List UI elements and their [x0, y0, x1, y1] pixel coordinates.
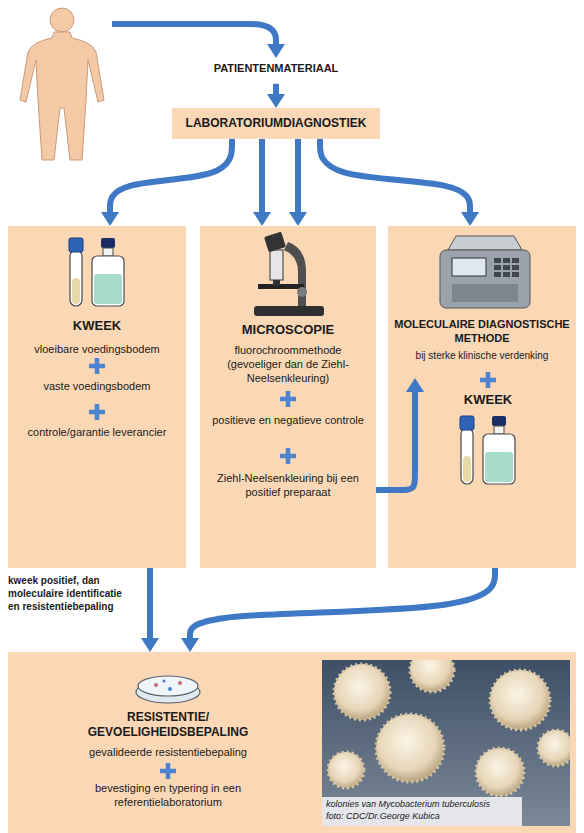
colony	[410, 660, 454, 692]
colony-dot	[168, 687, 172, 691]
colony	[376, 714, 444, 782]
flow-arrow	[110, 139, 232, 212]
method-text: Ziehl-Neelsenkleuring bij een positief p…	[208, 472, 368, 500]
box-title: LABORATORIUMDIAGNOSTIEK	[172, 116, 380, 131]
colony	[476, 748, 524, 796]
colony	[334, 664, 390, 720]
connector-layer	[110, 84, 495, 638]
culture-tubes-icon	[460, 416, 515, 484]
pcr-machine-icon	[440, 236, 530, 308]
plus-sign	[280, 448, 296, 464]
method-text: vloeibare voedingsbodem	[16, 343, 178, 357]
figure-head	[50, 8, 74, 32]
microscope-objective	[273, 280, 280, 286]
colony	[328, 752, 364, 788]
panel-title: KWEEK	[418, 392, 558, 408]
panel-title: KWEEK	[16, 318, 178, 334]
method-text: fluorochroommethode (gevoeliger dan de Z…	[208, 344, 368, 385]
human-figure	[20, 8, 104, 160]
plus-sign	[280, 391, 296, 407]
colony	[538, 730, 570, 766]
machine-key	[494, 272, 501, 277]
photo-caption: kolonies van Mycobacterium tuberculosis	[326, 799, 490, 811]
petri-dish-icon	[136, 676, 200, 703]
microscope-base	[254, 306, 324, 316]
flow-arrow	[112, 24, 276, 44]
panel-title: MOLECULAIRE DIAGNOSTISCHE METHODE	[394, 318, 570, 346]
plus-sign	[89, 404, 105, 420]
figure-body	[20, 32, 104, 160]
machine-front	[452, 284, 518, 302]
machine-housing	[440, 250, 530, 308]
photo-caption: foto: CDC/Dr.George Kubica	[326, 811, 440, 823]
flow-arrow	[273, 84, 279, 94]
panel-title: MICROSCOPIE	[208, 322, 368, 338]
microscope-knob	[297, 287, 307, 297]
panel-title: RESISTENTIE/ GEVOELIGHEIDSBEPALING	[63, 710, 273, 740]
dish-lid	[138, 676, 198, 696]
plus-sign	[160, 763, 176, 779]
microscope-stage	[258, 284, 304, 289]
flow-arrow	[320, 139, 470, 212]
specimen-text: PATIENTENMATERIAAL	[196, 62, 356, 76]
machine-key	[494, 265, 501, 270]
flow-arrow	[259, 139, 265, 212]
culture-tubes-icon	[69, 238, 124, 306]
edge-label: kweek positief, dan moleculaire identifi…	[8, 574, 136, 613]
microscope-tube	[270, 250, 283, 280]
flow-arrow	[147, 568, 153, 638]
flow-arrow	[295, 139, 301, 212]
plus-sign	[89, 358, 105, 374]
machine-screen	[452, 258, 486, 276]
colony-dot	[178, 681, 182, 685]
flow-arrow	[190, 568, 495, 638]
colony-dot	[154, 683, 158, 687]
specimen-label: PATIENTENMATERIAAL	[196, 60, 356, 82]
machine-key	[503, 272, 510, 277]
colony	[490, 670, 550, 730]
machine-key	[494, 258, 501, 263]
flow-arrow	[376, 392, 415, 490]
method-text: vaste voedingsbodem	[16, 380, 178, 394]
machine-key	[512, 258, 519, 263]
microscope-icon	[254, 232, 324, 316]
machine-key	[503, 258, 510, 263]
process-box: LABORATORIUMDIAGNOSTIEK	[172, 108, 380, 139]
colony-dot	[162, 679, 165, 682]
plus-sign	[480, 372, 496, 388]
machine-key	[512, 272, 519, 277]
method-text: positieve en negatieve controle	[208, 414, 368, 428]
machine-key	[503, 265, 510, 270]
microscope-arm	[284, 242, 306, 306]
method-text: bij sterke klinische verdenking	[392, 350, 572, 363]
colony-photo	[322, 660, 570, 826]
machine-lid	[448, 236, 522, 250]
microscope-eyepiece	[264, 232, 286, 253]
method-text: gevalideerde resistentiebepaling	[18, 746, 318, 760]
machine-key	[512, 265, 519, 270]
method-text: controle/garantie leverancier	[16, 426, 178, 440]
caption-patch	[322, 797, 522, 826]
method-text: bevestiging en typering in een referenti…	[68, 782, 268, 810]
